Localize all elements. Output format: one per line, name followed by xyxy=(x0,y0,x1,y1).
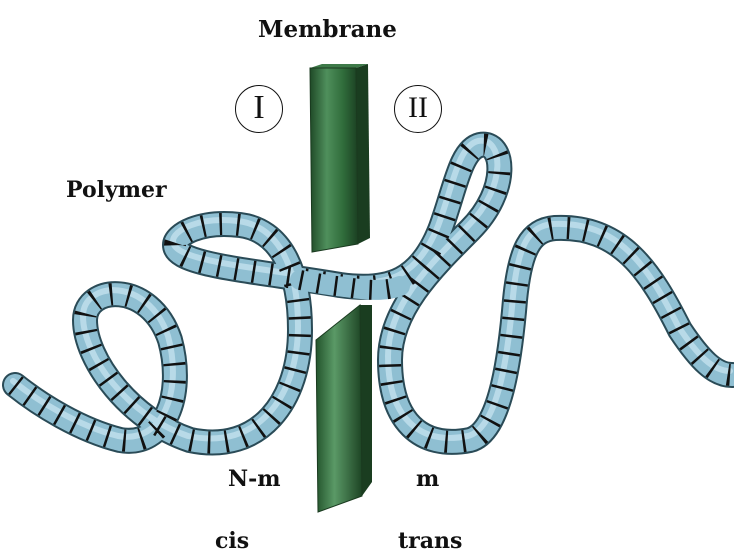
cis-segments-label: N-m xyxy=(228,466,281,492)
membrane-upper-wall xyxy=(310,64,370,252)
polymer-label: Polymer xyxy=(66,177,167,203)
region-two-marker: II xyxy=(394,85,442,133)
region-one-marker: I xyxy=(235,85,283,133)
polymer-pore-segment xyxy=(300,280,400,290)
membrane-lower-wall xyxy=(316,305,372,512)
cis-side-label: cis xyxy=(215,528,249,554)
membrane-label: Membrane xyxy=(258,16,397,43)
trans-segments-label: m xyxy=(416,466,439,492)
trans-side-label: trans xyxy=(398,528,462,554)
